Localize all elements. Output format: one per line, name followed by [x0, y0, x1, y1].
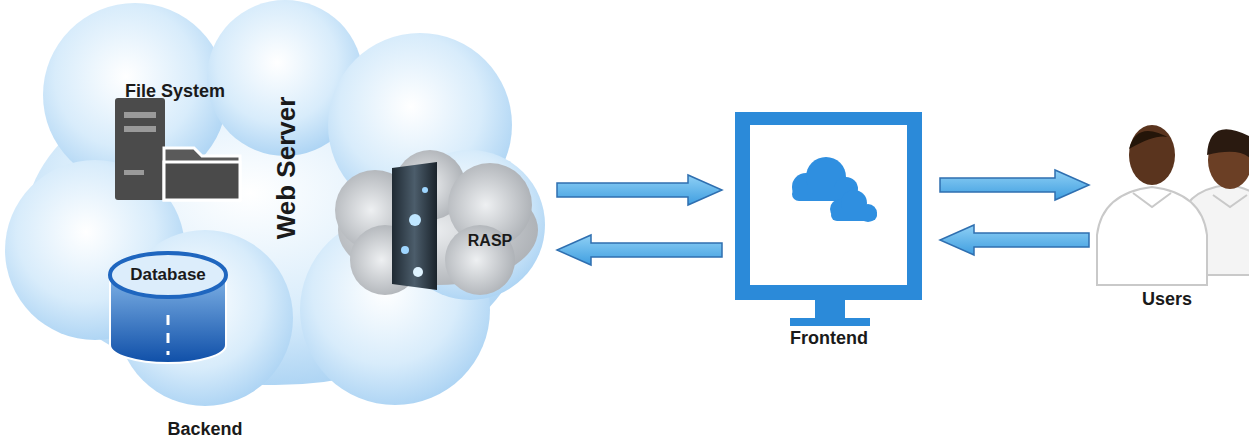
art-path	[1097, 187, 1207, 285]
art-circle	[413, 267, 423, 277]
art-circle	[445, 225, 515, 295]
art-ellipse	[1129, 125, 1175, 185]
backend-cloud: Web ServerBackend File SystemDatabase RASP	[0, 0, 555, 448]
database-label: Database	[130, 266, 206, 285]
backend-cloud	[5, 0, 545, 406]
art-rect	[115, 98, 165, 200]
file-system-icon: File System	[100, 70, 250, 210]
flow-arrow	[557, 175, 722, 205]
users-label: Users	[1142, 290, 1192, 310]
rasp-cloud: RASP	[330, 150, 545, 300]
art-rect	[124, 126, 156, 132]
backend-label: Backend	[167, 420, 242, 440]
node-art	[1095, 125, 1245, 315]
frontend-monitor: Frontend	[728, 105, 928, 355]
art-line	[167, 315, 170, 355]
art-g	[1097, 125, 1207, 285]
art-path	[392, 162, 437, 290]
art-g	[335, 150, 538, 295]
node-art	[106, 240, 231, 365]
file-system-label: File System	[125, 82, 225, 102]
art-rect	[124, 170, 144, 175]
art-circle	[422, 187, 428, 193]
art-circle	[401, 246, 409, 254]
art-path	[1213, 195, 1247, 207]
art-path	[1207, 129, 1249, 159]
art-rect	[790, 318, 870, 326]
users-icon: Users	[1095, 125, 1245, 315]
server-title: Web Server	[272, 97, 301, 240]
database-cylinder: Database	[106, 240, 231, 365]
art-rect	[750, 125, 907, 285]
flow-arrow	[940, 170, 1089, 200]
rasp-label: RASP	[468, 232, 512, 250]
frontend-label: Frontend	[790, 329, 868, 349]
art-ellipse	[110, 253, 226, 297]
art-rect	[164, 162, 240, 200]
art-g	[792, 157, 877, 222]
art-path	[164, 148, 240, 200]
flow-arrow	[557, 235, 722, 265]
node-art	[728, 105, 928, 355]
art-circle	[409, 214, 421, 226]
art-path	[1133, 193, 1171, 207]
art-path	[1129, 131, 1171, 149]
art-rect	[831, 209, 877, 221]
flow-arrow	[940, 225, 1089, 255]
art-rect	[815, 300, 845, 318]
art-rect	[735, 112, 922, 300]
art-rect	[124, 112, 156, 118]
node-art	[330, 150, 545, 300]
